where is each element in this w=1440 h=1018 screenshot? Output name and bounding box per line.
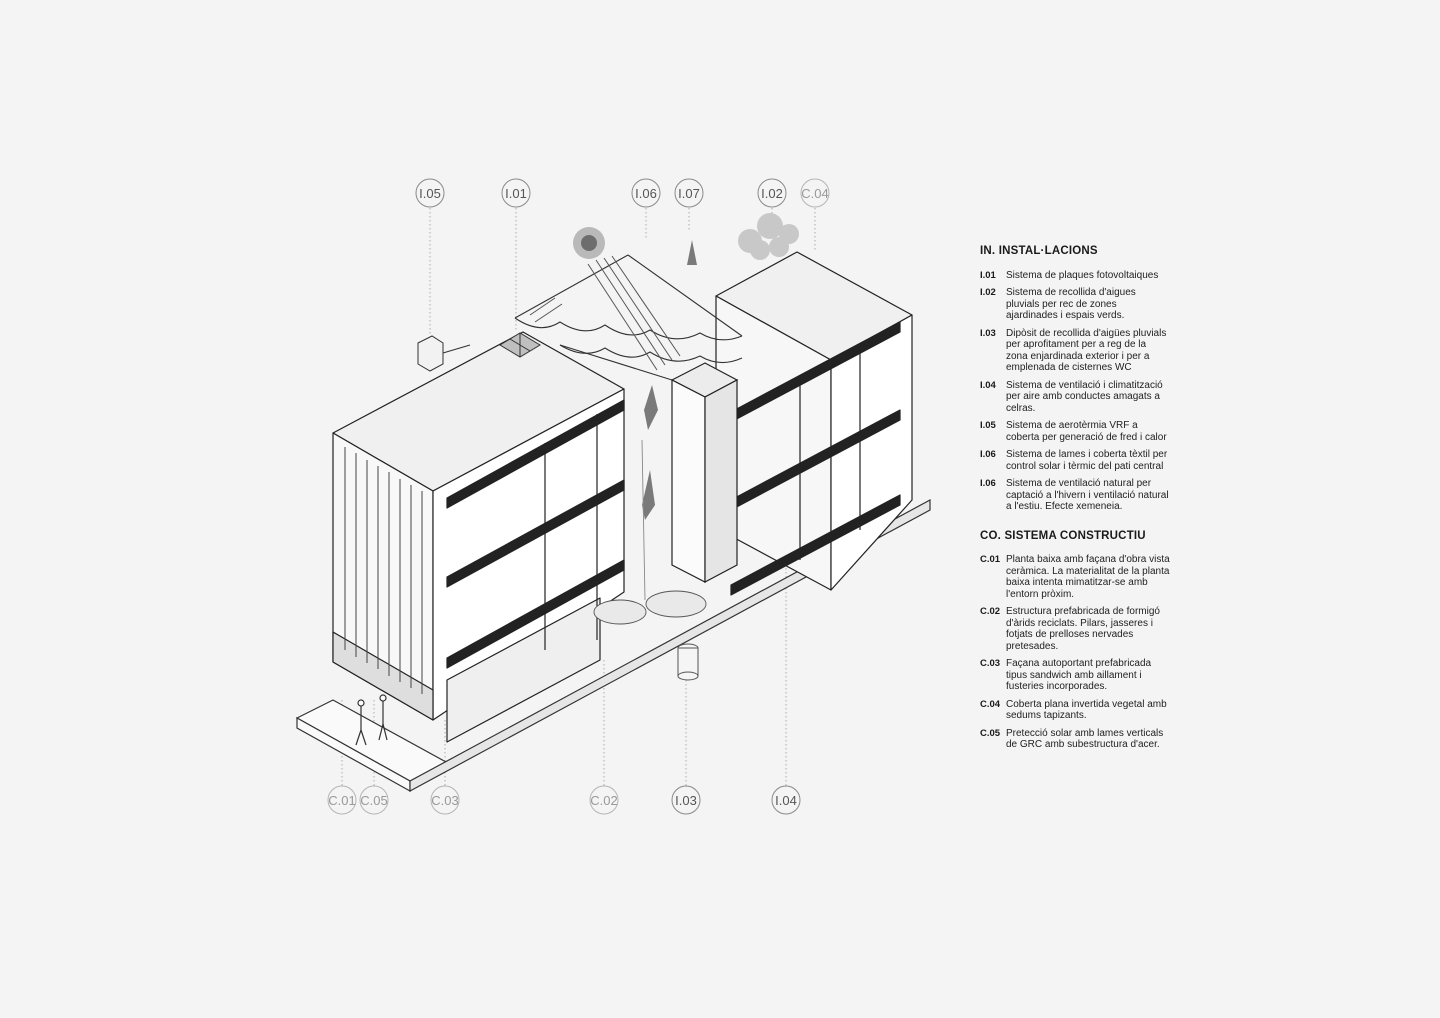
legend-item-code: C.02 [980, 606, 1001, 617]
callout-c02[interactable]: C.02 [589, 785, 619, 815]
construction-list: C.01 Planta baixa amb façana d'obra vista… [980, 554, 1170, 751]
svg-text:I.05: I.05 [419, 186, 441, 201]
svg-text:I.07: I.07 [678, 186, 700, 201]
human-figures [355, 694, 388, 746]
callout-i02[interactable]: I.02 [757, 178, 787, 208]
svg-text:C.01: C.01 [328, 793, 355, 808]
legend-item-text: Coberta plana invertida vegetal amb sedu… [1006, 698, 1167, 722]
legend-item: I.03 Dipòsit de recollida d'aigües pluvia… [980, 328, 1170, 374]
legend-item: I.04 Sistema de ventilació i climatitzaci… [980, 380, 1170, 415]
svg-text:I.04: I.04 [775, 793, 797, 808]
legend-item-code: C.05 [980, 727, 1001, 739]
legend-item-code: I.06 [980, 449, 996, 460]
photovoltaic-panel [499, 332, 541, 358]
right-building-block [715, 251, 913, 596]
legend-item: C.02 Estructura prefabricada de formigó d… [980, 606, 1170, 652]
legend-item-code: I.04 [980, 379, 996, 391]
callouts-bottom: C.01 C.05 C.03 C.02 I.03 I.04 [327, 785, 801, 815]
callout-i03[interactable]: I.03 [671, 785, 701, 815]
legend-heading-construction: CO. SISTEMA CONSTRUCTIU [980, 529, 1146, 542]
callout-i05[interactable]: I.05 [415, 178, 445, 208]
legend-item: C.03 Façana autoportant prefabricada tipu… [980, 658, 1170, 693]
legend-item: C.05 Pretecció solar amb lames verticals … [980, 728, 1170, 751]
legend-item: I.02 Sistema de recollida d'aigues pluvia… [980, 287, 1170, 322]
legend-item-text: Façana autoportant prefabricada tipus sa… [1006, 658, 1152, 692]
legend-panel: IN. INSTAL·LACIONS I.01 Sistema de plaque… [980, 245, 1170, 757]
legend-item-text: Sistema de ventilació i climatització pe… [1006, 379, 1163, 414]
callout-i01[interactable]: I.01 [501, 178, 531, 208]
legend-item-text: Dipòsit de recollida d'aigües pluvials p… [1006, 327, 1167, 374]
legend-item-code: C.04 [980, 698, 1001, 710]
callouts-top: I.05 I.01 I.06 I.07 I.02 C.04 [415, 178, 830, 208]
airflow-arrows [642, 240, 697, 520]
svg-text:C.02: C.02 [590, 793, 617, 808]
legend-item-text: Pretecció solar amb lames verticals de G… [1006, 727, 1164, 751]
courtyard [593, 439, 707, 625]
callout-i06[interactable]: I.06 [631, 178, 661, 208]
legend-item-code: I.06 [980, 478, 996, 489]
callout-i07[interactable]: I.07 [674, 178, 704, 208]
cloud-icon [738, 213, 799, 260]
svg-text:C.05: C.05 [360, 793, 387, 808]
legend-item-text: Sistema de ventilació natural per captac… [1006, 478, 1169, 512]
legend-item: C.01 Planta baixa amb façana d'obra vista… [980, 554, 1170, 600]
legend-item: I.06 Sistema de ventilació natural per ca… [980, 478, 1170, 513]
svg-text:C.04: C.04 [801, 186, 828, 201]
legend-item: I.01 Sistema de plaques fotovoltaiques [980, 270, 1170, 282]
legend-item-code: I.03 [980, 327, 996, 339]
legend-item-code: I.02 [980, 287, 996, 298]
svg-text:C.03: C.03 [431, 793, 458, 808]
legend-item-text: Sistema de recollida d'aigues pluvials p… [1006, 287, 1136, 321]
textile-lamellas [514, 254, 743, 381]
svg-text:I.01: I.01 [505, 186, 527, 201]
legend-item-text: Estructura prefabricada de formigó d'àri… [1006, 606, 1160, 652]
legend-item-text: Planta baixa amb façana d'obra vista cer… [1006, 554, 1170, 600]
vertical-louvres [344, 447, 423, 694]
solar-rays [529, 255, 681, 371]
callout-c01[interactable]: C.01 [327, 785, 357, 815]
left-building-block [332, 331, 625, 743]
legend-item: C.04 Coberta plana invertida vegetal amb … [980, 699, 1170, 722]
ventilation-tower [670, 362, 739, 583]
svg-text:I.02: I.02 [761, 186, 783, 201]
legend-item-code: C.01 [980, 554, 1001, 565]
callout-c04[interactable]: C.04 [800, 178, 830, 208]
legend-item-text: Sistema de lames i coberta tèxtil per co… [1006, 449, 1168, 472]
rainwater-tank [677, 643, 699, 681]
legend-heading-installations: IN. INSTAL·LACIONS [980, 245, 1098, 257]
callout-c05[interactable]: C.05 [359, 785, 389, 815]
sun-icon [573, 227, 605, 259]
legend-item-code: I.01 [980, 269, 996, 281]
svg-text:I.06: I.06 [635, 186, 657, 201]
legend-item-code: I.05 [980, 420, 996, 431]
legend-item-code: C.03 [980, 658, 1001, 669]
legend-item-text: Sistema de aerotèrmia VRF a coberta per … [1006, 420, 1167, 443]
legend-item: I.05 Sistema de aerotèrmia VRF a coberta … [980, 420, 1170, 443]
legend-item-text: Sistema de plaques fotovoltaiques [1006, 269, 1159, 281]
legend-item: I.06 Sistema de lames i coberta tèxtil pe… [980, 449, 1170, 472]
aerotherm-unit [417, 335, 471, 372]
callout-c03[interactable]: C.03 [430, 785, 460, 815]
svg-text:I.03: I.03 [675, 793, 697, 808]
callout-i04[interactable]: I.04 [771, 785, 801, 815]
